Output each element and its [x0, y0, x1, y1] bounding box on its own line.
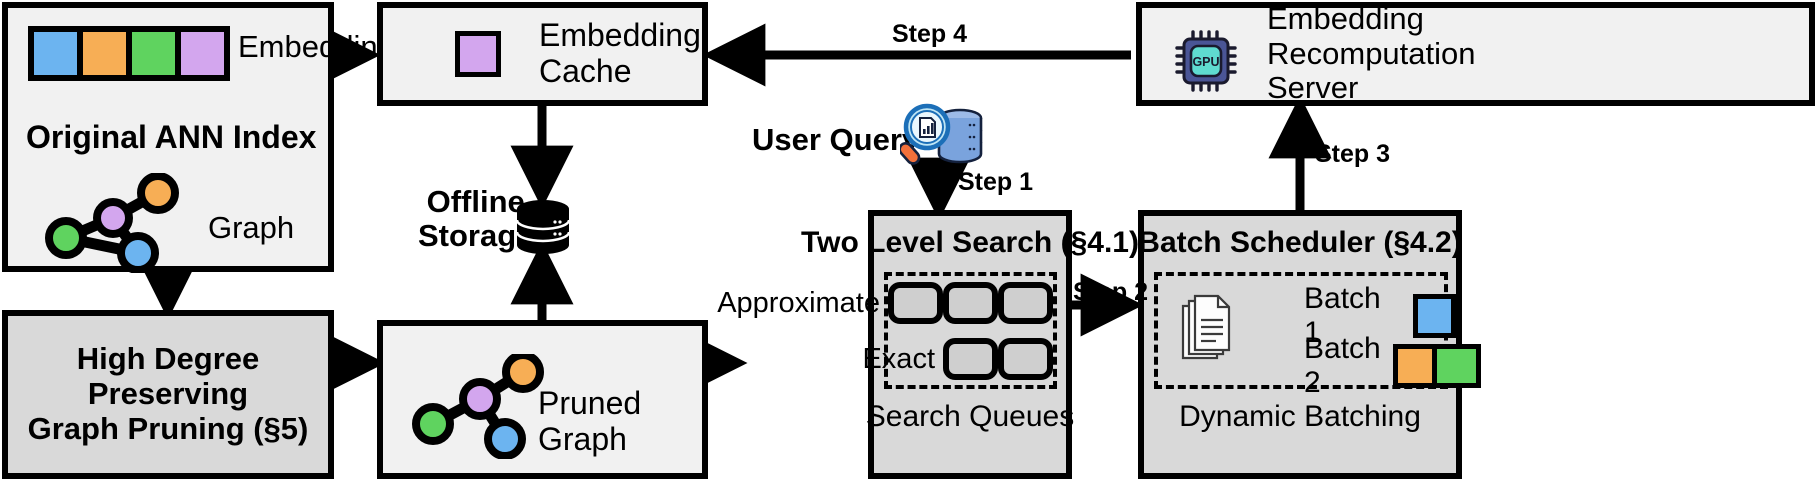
batch-1-label: Batch 1	[1304, 282, 1381, 349]
queue-cell[interactable]	[998, 338, 1053, 380]
original-ann-index-box: Embedding Original ANN Index Graph	[2, 2, 395, 273]
recomputation-server-box: GPU Embedding Recomputation Server	[1136, 0, 1815, 106]
queue-cell[interactable]	[943, 338, 998, 380]
step-3-label: Step 3	[1315, 140, 1391, 168]
embedding-cell-purple	[181, 32, 224, 75]
graph-pruning-box: High Degree Preserving Graph Pruning (§5…	[2, 310, 334, 479]
pruned-graph-box: Pruned Graph	[377, 320, 708, 479]
batch-2-items	[1392, 343, 1481, 388]
batch-scheduler-box: Batch Scheduler (§4.2) Batch 1 Batch 2 D…	[1138, 210, 1481, 479]
embedding-cell-blue	[34, 32, 83, 75]
two-level-search-panel: Two Level Search (§4.1) Approximate Exac…	[717, 210, 1139, 479]
purple-square-icon	[455, 31, 501, 77]
approximate-queue-row: Approximate	[717, 282, 1053, 324]
exact-queue-cells	[943, 338, 1053, 380]
step-2-label: Step 2	[1073, 278, 1149, 306]
batch-1-item-blue	[1413, 293, 1456, 338]
ann-graph-illustration	[45, 173, 179, 273]
offline-storage-label: Offline Storage	[418, 184, 534, 254]
database-cylinder-icon	[515, 200, 571, 254]
exact-queue-row: Exact	[862, 338, 1053, 380]
two-level-search-title: Two Level Search (§4.1)	[801, 226, 1139, 259]
queue-cell[interactable]	[888, 282, 943, 324]
batch-scheduler-title: Batch Scheduler (§4.2)	[1138, 226, 1462, 259]
batch-2-row: Batch 2	[1304, 332, 1481, 399]
batch-2-item-orange	[1392, 343, 1437, 388]
documents-stack-icon	[1181, 294, 1231, 360]
embedding-cache-label: Embedding Cache	[539, 17, 701, 89]
gpu-chip-icon: GPU	[1175, 30, 1237, 92]
embedding-cache-box: Embedding Cache	[377, 2, 708, 106]
embedding-vector-strip	[28, 26, 230, 81]
search-queues-footer: Search Queues	[865, 400, 1075, 433]
graph-label: Graph	[208, 210, 295, 245]
queue-cell[interactable]	[998, 282, 1053, 324]
search-queues-dashed-region	[884, 272, 1057, 389]
batch-2-item-green	[1436, 343, 1481, 388]
query-magnifier-database-icon	[900, 103, 983, 165]
gpu-chip-text: GPU	[1192, 55, 1219, 69]
dynamic-batching-footer: Dynamic Batching	[1179, 400, 1421, 433]
embedding-cell-green	[132, 32, 181, 75]
pruned-graph-label: Pruned Graph	[538, 385, 642, 457]
recomputation-server-label: Embedding Recomputation Server	[1267, 0, 1476, 106]
step-1-label: Step 1	[958, 168, 1034, 196]
embedding-cell-orange	[83, 32, 132, 75]
queue-cell[interactable]	[943, 282, 998, 324]
step-4-label: Step 4	[892, 20, 968, 48]
batch-1-row: Batch 1	[1304, 282, 1456, 349]
batch-2-label: Batch 2	[1304, 332, 1381, 399]
approximate-queue-cells	[888, 282, 1053, 324]
original-ann-index-title: Original ANN Index	[26, 119, 317, 155]
approximate-label: Approximate	[717, 286, 880, 319]
pruned-graph-illustration	[412, 354, 544, 459]
user-query-label: User Query	[752, 122, 920, 157]
graph-pruning-label: High Degree Preserving Graph Pruning (§5…	[27, 341, 309, 446]
exact-label: Exact	[862, 342, 935, 375]
embedding-label: Embedding	[238, 29, 395, 64]
